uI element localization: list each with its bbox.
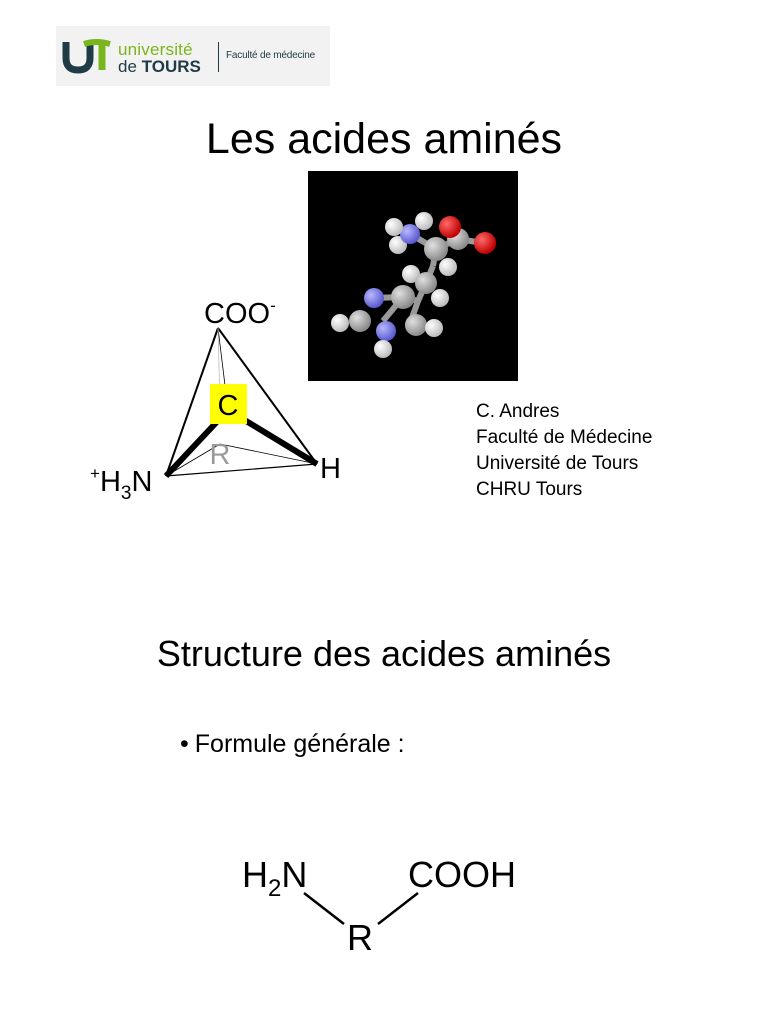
author-faculty: Faculté de Médecine [476,427,653,448]
carboxyl-group-label: COOH [408,854,516,895]
r-side-chain-label: R [347,917,373,958]
central-carbon-highlight [210,384,247,424]
author-name: C. Andres [476,401,560,422]
logo-tours-text: de TOURS [118,57,201,76]
bond-right [377,892,419,925]
page-title: Les acides aminés [205,115,563,163]
logo-faculty-text: Faculté de médecine [226,50,316,61]
author-university: Université de Tours [476,453,639,474]
tetrahedron-diagram: C R COO- +H3N H [90,296,341,504]
bullet-icon: • [180,730,189,758]
logo-separator [218,42,219,72]
section-title: Structure des acides aminés [156,633,612,674]
logo-university-text: université [118,40,193,59]
hydrogen-label: H [320,453,341,485]
bond-left [303,892,345,925]
author-hospital: CHRU Tours [476,479,583,500]
molecule-3d-image [308,171,518,381]
r-group-label: R [210,439,231,471]
bullet-item: •Formule générale : [180,730,405,759]
author-info: C. Andres Faculté de Médecine Université… [476,399,652,503]
ammonium-label: +H3N [90,464,152,504]
university-logo: université de TOURS Faculté de médecine [56,26,330,86]
general-formula-diagram: H2N COOH R [242,854,516,958]
ut-logo-mark-icon [62,39,111,74]
amine-group-label: H2N [242,854,307,902]
carboxylate-label: COO- [204,296,276,330]
central-carbon-label: C [218,390,239,422]
bullet-text: Formule générale : [194,730,405,758]
